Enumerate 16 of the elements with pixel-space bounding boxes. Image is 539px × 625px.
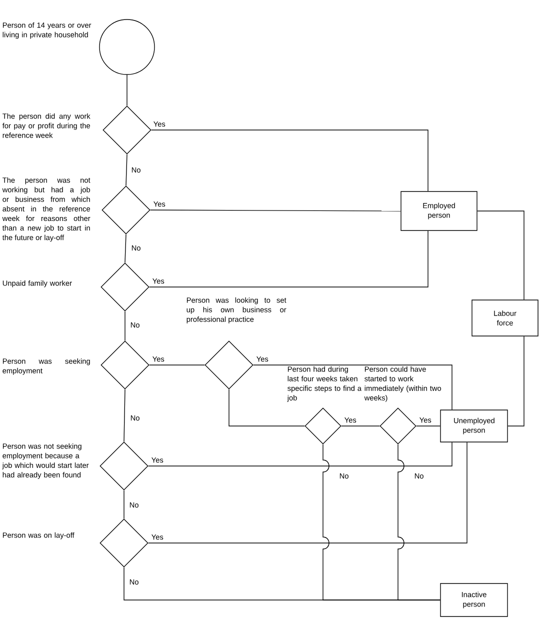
connector-line [508, 336, 524, 426]
connector-line [126, 154, 128, 186]
connector-line [124, 389, 126, 442]
connector-line [253, 364, 452, 410]
connector-line [126, 74, 128, 106]
connector-line [148, 442, 468, 544]
connector-line [477, 210, 524, 300]
connector-line [149, 230, 428, 288]
connector-line [150, 210, 401, 212]
connector-line [148, 442, 452, 466]
connector-line [228, 389, 305, 426]
connector-line [124, 311, 126, 341]
connector-line [124, 234, 126, 263]
connector-line [151, 130, 428, 192]
connector-line [149, 364, 205, 366]
connector-line [124, 567, 440, 600]
